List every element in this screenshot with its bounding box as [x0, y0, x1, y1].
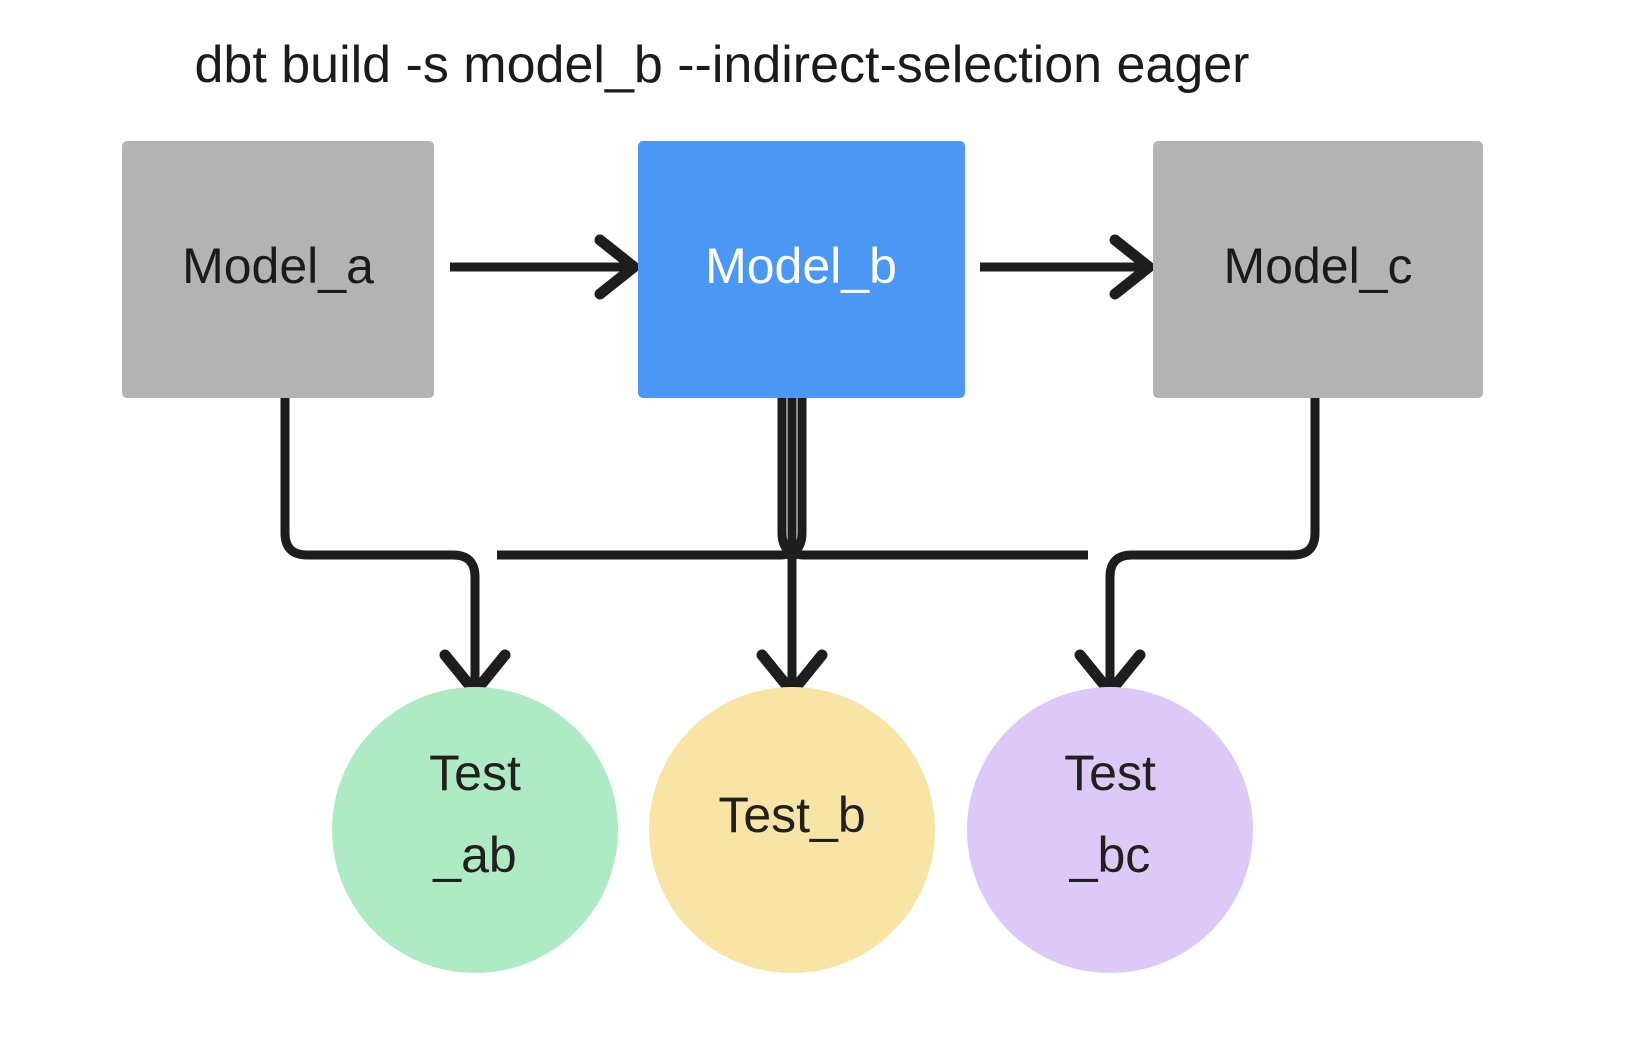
- node-test-bc-shape[interactable]: [967, 687, 1253, 973]
- node-model-c[interactable]: Model_c: [1153, 141, 1483, 398]
- node-model-a-shape[interactable]: [122, 141, 434, 398]
- diagram-title: dbt build -s model_b --indirect-selectio…: [195, 36, 1250, 94]
- node-test-bc-label-line2: _bc: [1069, 827, 1151, 883]
- node-test-ab-label-line1: Test: [429, 745, 521, 801]
- edge-model-b-to-test-bc: [777, 398, 1088, 560]
- model-node-layer: Model_a Model_b Model_c: [122, 141, 1483, 398]
- edge-model-a-to-model-b: [450, 234, 640, 300]
- edge-model-b-to-test-ab: [497, 398, 807, 560]
- node-model-a-label: Model_a: [182, 238, 374, 294]
- node-test-b[interactable]: Test_b: [649, 687, 935, 973]
- node-model-b-shape[interactable]: [638, 141, 965, 398]
- node-model-b[interactable]: Model_b: [638, 141, 965, 398]
- node-test-b-label-line1: Test_b: [718, 787, 865, 843]
- edge-model-a-to-test-ab: [280, 398, 511, 698]
- edge-model-b-to-model-c: [980, 234, 1155, 300]
- node-test-ab[interactable]: Test _ab: [332, 687, 618, 973]
- node-model-c-shape[interactable]: [1153, 141, 1483, 398]
- node-test-ab-shape[interactable]: [332, 687, 618, 973]
- node-test-ab-label-line2: _ab: [432, 827, 516, 883]
- node-model-b-label: Model_b: [705, 238, 897, 294]
- node-test-bc[interactable]: Test _bc: [967, 687, 1253, 973]
- node-test-bc-label-line1: Test: [1064, 745, 1156, 801]
- node-test-b-shape[interactable]: [649, 687, 935, 973]
- node-model-a[interactable]: Model_a: [122, 141, 434, 398]
- test-node-layer: Test _ab Test_b Test _bc: [332, 687, 1253, 973]
- edge-model-c-to-test-bc: [1074, 398, 1320, 698]
- edge-model-b-to-test-b: [756, 398, 828, 698]
- node-model-c-label: Model_c: [1224, 238, 1413, 294]
